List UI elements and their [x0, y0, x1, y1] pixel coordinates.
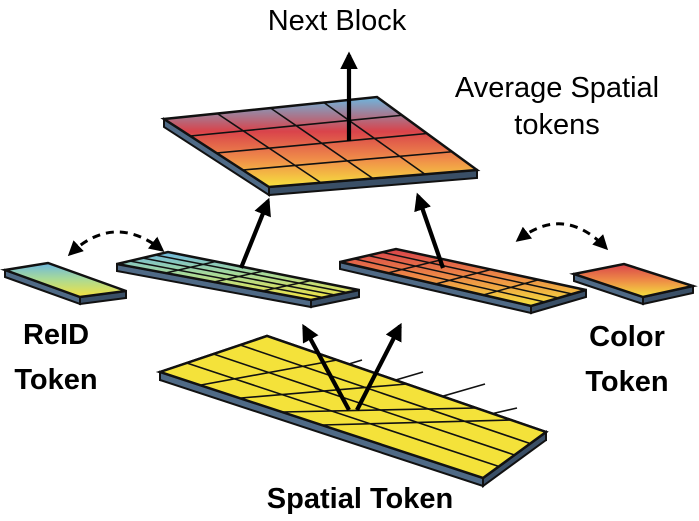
spatial-token-label: Spatial Token: [267, 483, 453, 515]
reid-label-line2: Token: [14, 364, 97, 396]
average-spatial-tokens-plane: [160, 95, 481, 197]
color-label-line1: Color: [589, 321, 665, 353]
color-token-grid: [339, 247, 587, 315]
color-token: [569, 262, 698, 306]
spatial-token-plane: [156, 334, 549, 488]
average-spatial-label-line1: Average Spatial: [455, 72, 659, 104]
color-exchange-arrow: [515, 222, 609, 251]
next-block-label: Next Block: [268, 5, 407, 37]
reid-label-line1: ReID: [23, 319, 89, 351]
reid-to-top-arrow: [239, 197, 271, 269]
arrows: [239, 51, 445, 412]
dashed-arrows: [67, 222, 609, 257]
reid-token-grid: [116, 250, 360, 309]
color-label-line2: Token: [585, 366, 668, 398]
reid-token: [0, 261, 127, 306]
spatial-to-color-arrow: [355, 322, 402, 411]
average-spatial-label-line2: tokens: [514, 109, 599, 141]
reid-exchange-arrow: [67, 230, 165, 257]
spatial-to-reid-arrow: [302, 323, 351, 412]
color-to-top-arrow: [414, 192, 445, 269]
